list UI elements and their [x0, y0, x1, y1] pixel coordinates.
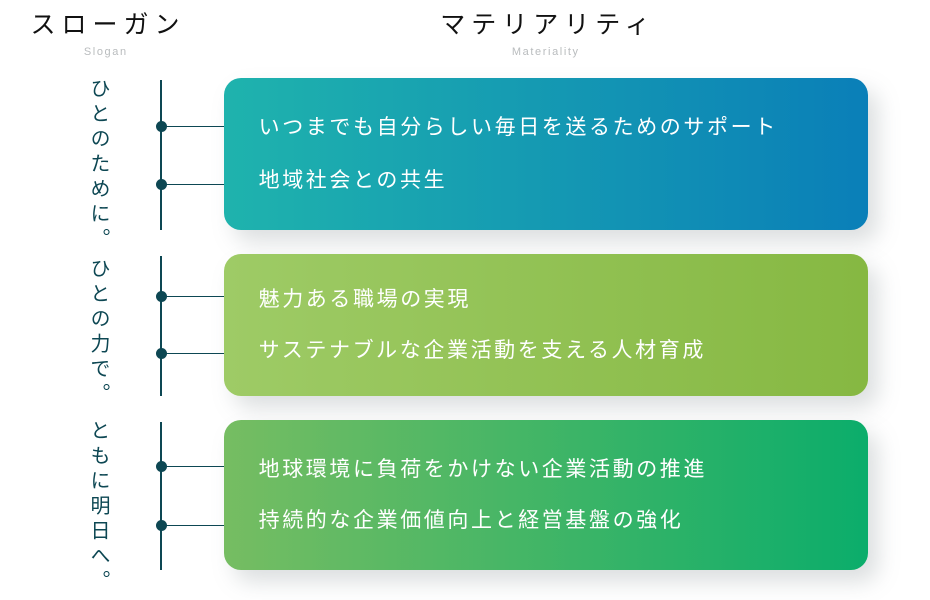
materiality-card-2[interactable]: 魅力ある職場の実現 サステナブルな企業活動を支える人材育成: [224, 254, 868, 396]
slogan-text-2: ひとの力で。: [87, 258, 109, 408]
node-dot-1-1: [155, 121, 167, 132]
column-header-slogan: スローガン Slogan: [0, 12, 210, 58]
materiality-item-2-1: 魅力ある職場の実現: [258, 287, 471, 311]
axis-line-3: [160, 422, 162, 570]
column-header-slogan-en: Slogan: [83, 45, 128, 58]
branch-line-3-1: [161, 465, 271, 467]
branch-line-1-2: [161, 183, 265, 185]
node-dot-2-2: [155, 348, 167, 359]
materiality-item-3-1: 地球環境に負荷をかけない企業活動の推進: [258, 457, 707, 481]
node-dot-1-2: [155, 179, 167, 190]
materiality-item-1-1: いつまでも自分らしい毎日を送るためのサポート: [258, 115, 778, 139]
materiality-card-1[interactable]: いつまでも自分らしい毎日を送るためのサポート 地域社会との共生: [224, 78, 868, 230]
branch-line-3-2: [161, 524, 265, 526]
materiality-card-3[interactable]: 地球環境に負荷をかけない企業活動の推進 持続的な企業価値向上と経営基盤の強化: [224, 420, 868, 570]
slogan-text-3: ともに明日へ。: [87, 420, 109, 595]
column-header-slogan-jp: スローガン: [30, 12, 186, 39]
column-header-materiality-en: Materiality: [511, 45, 580, 58]
node-dot-2-1: [155, 291, 167, 302]
axis-line-2: [160, 256, 162, 396]
node-dot-3-2: [155, 520, 167, 531]
axis-line-1: [160, 80, 162, 230]
branch-line-2-1: [161, 295, 271, 297]
branch-line-2-2: [161, 352, 265, 354]
column-header-materiality: マテリアリティ Materiality: [400, 12, 690, 58]
column-header-materiality-jp: マテリアリティ: [440, 12, 656, 39]
materiality-item-2-2: サステナブルな企業活動を支える人材育成: [258, 338, 706, 362]
branch-line-1-1: [161, 125, 271, 127]
materiality-item-1-2: 地域社会との共生: [258, 168, 448, 192]
slogan-text-1: ひとのために。: [87, 78, 109, 253]
materiality-item-3-2: 持続的な企業価値向上と経営基盤の強化: [258, 508, 684, 532]
node-dot-3-1: [155, 461, 167, 472]
